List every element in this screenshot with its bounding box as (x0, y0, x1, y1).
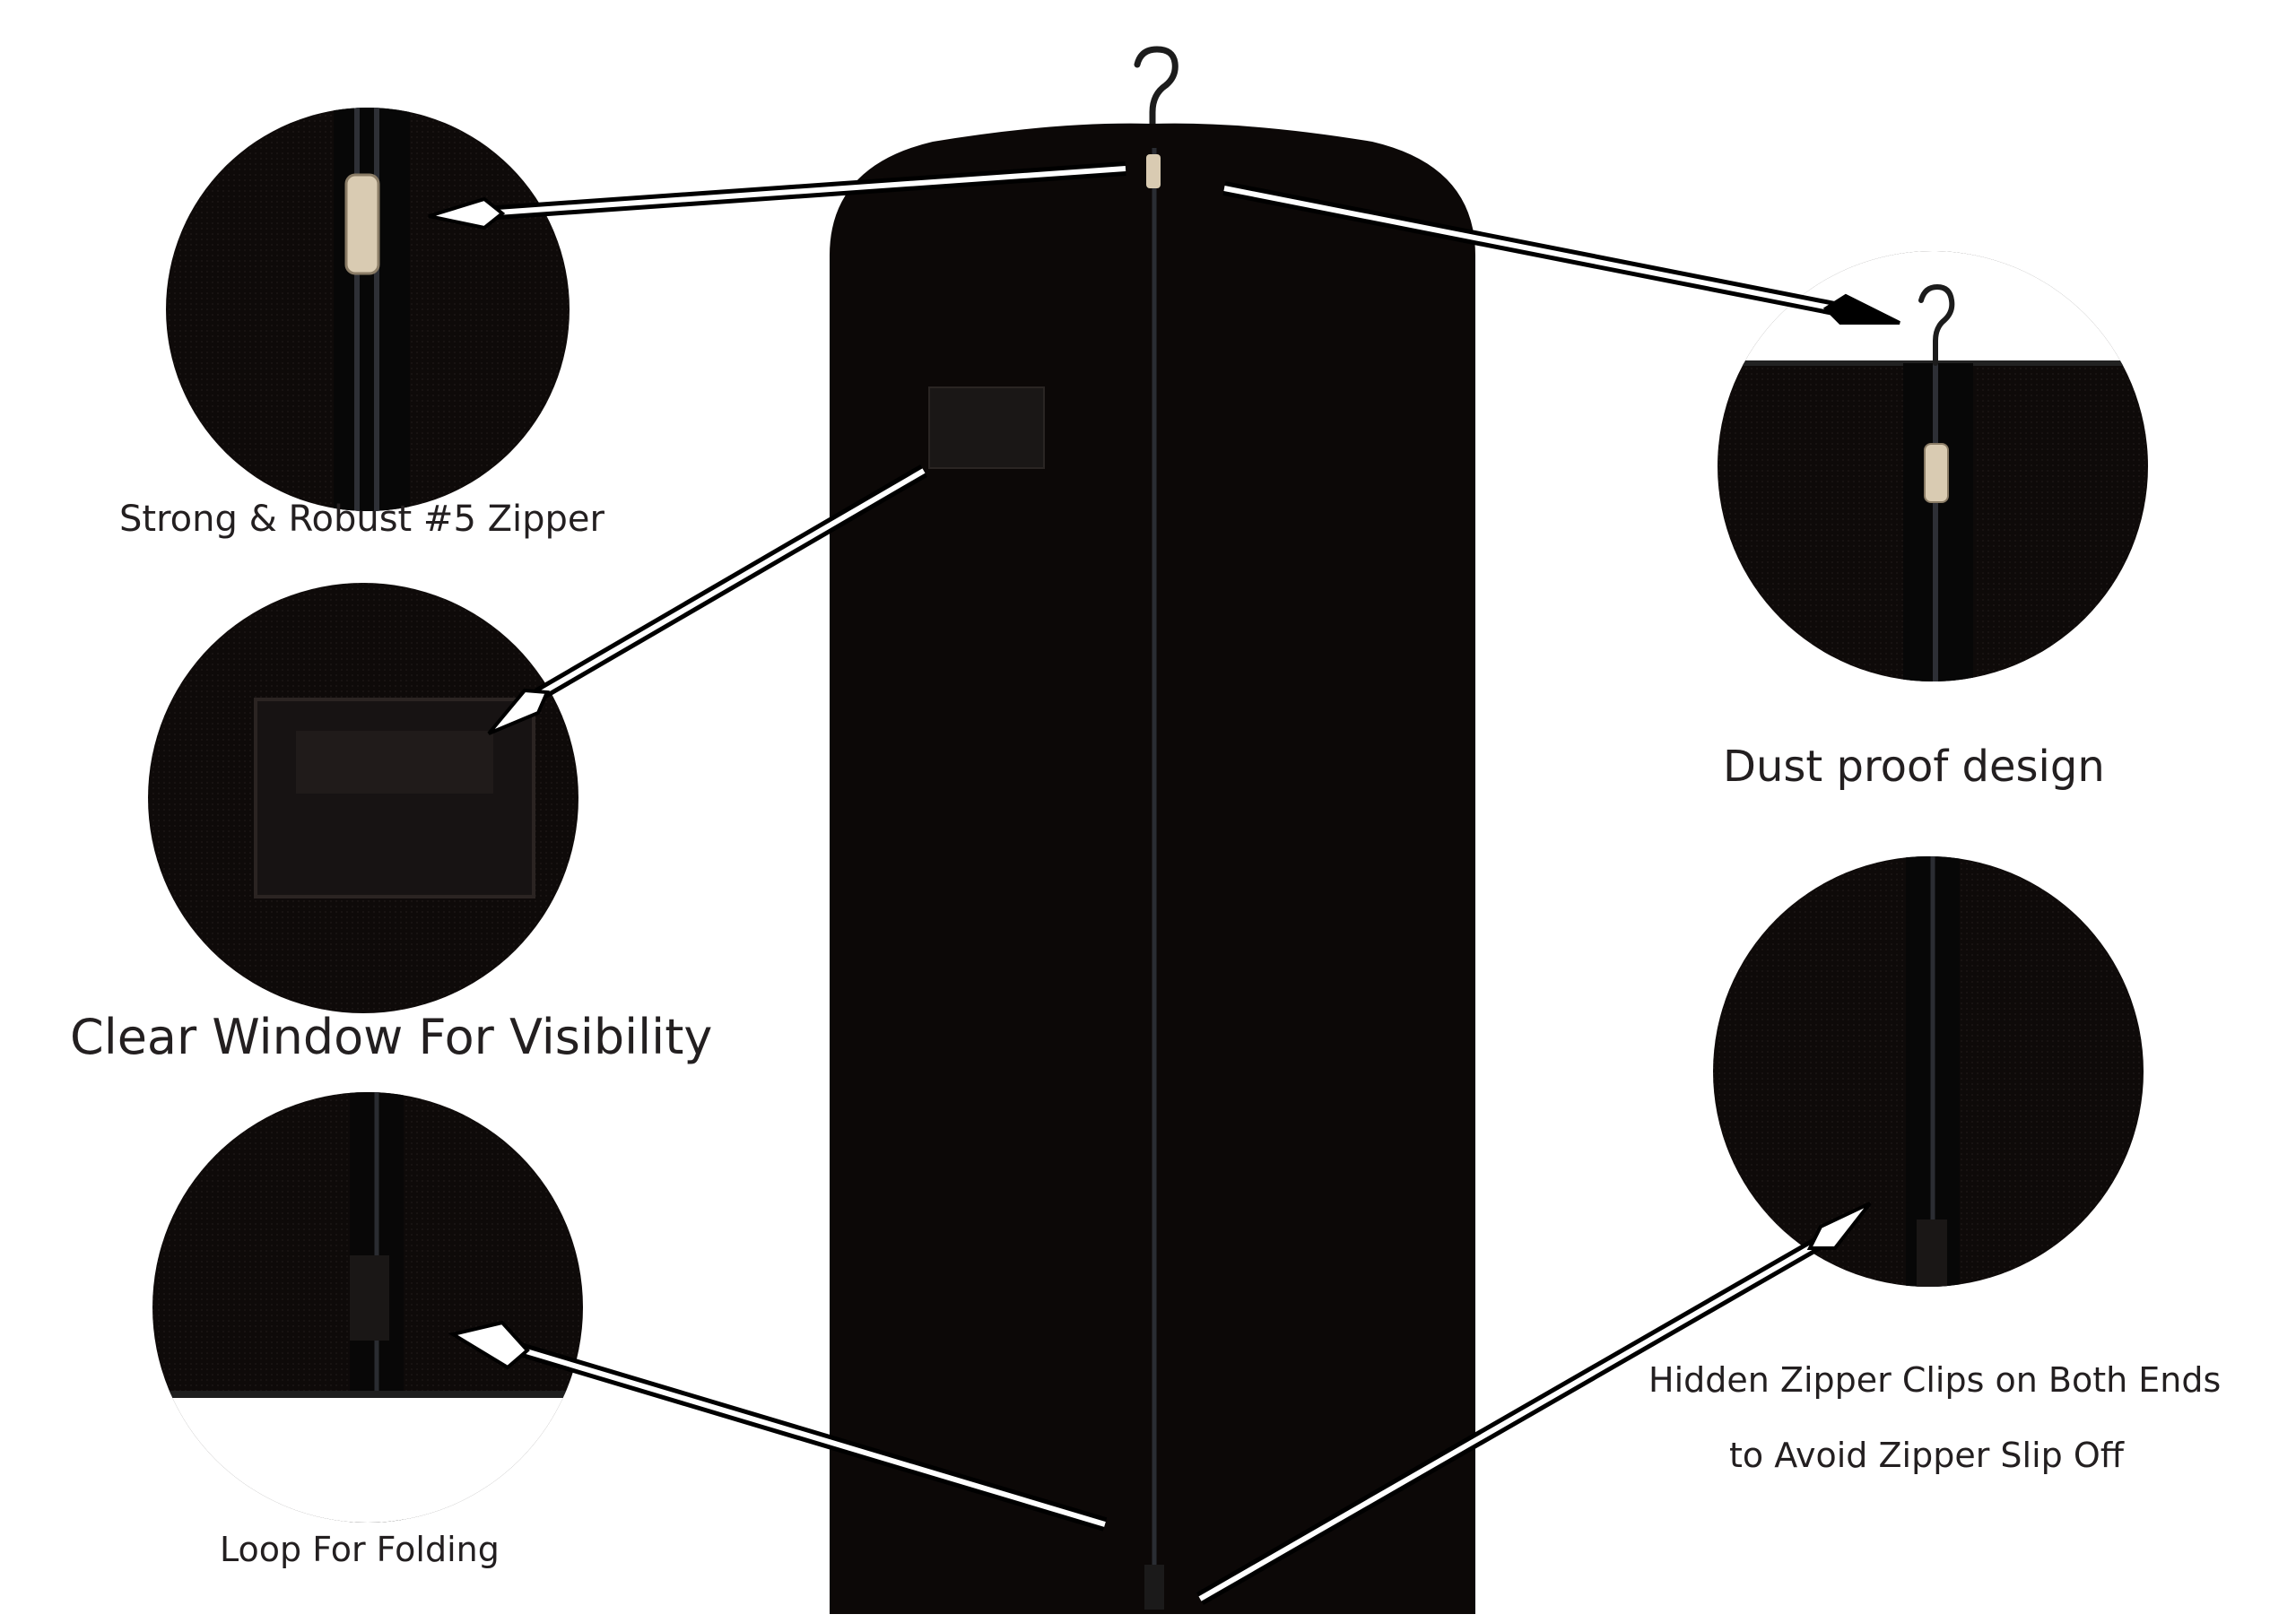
zipper-pull-icon (344, 173, 380, 275)
label-window: Clear Window For Visibility (70, 1009, 713, 1065)
loop-tab (350, 1255, 389, 1341)
detail-circle-zipper (166, 108, 570, 511)
pointer-lines (428, 161, 1900, 1605)
clip-tab (1917, 1219, 1947, 1287)
hanger-icon (1918, 283, 1955, 366)
detail-circle-window (148, 583, 578, 1013)
arrow-pointer (487, 464, 928, 735)
arrow-pointer (1222, 181, 1900, 325)
detail-circle-loop (152, 1092, 583, 1523)
label-loop: Loop For Folding (220, 1530, 500, 1569)
label-zipper: Strong & Robust #5 Zipper (119, 499, 604, 540)
zipper-pull-icon (1146, 154, 1161, 188)
garment-bag (830, 46, 1475, 1615)
hanger-icon (1134, 46, 1178, 165)
label-dust: Dust proof design (1723, 742, 2105, 792)
label-clips-line1: Hidden Zipper Clips on Both Ends (1648, 1360, 2222, 1400)
zipper-pull-icon (1924, 443, 1949, 503)
arrow-pointer (428, 161, 1126, 230)
detail-circle-clips (1713, 856, 2144, 1287)
detail-circle-dust (1718, 251, 2148, 681)
label-clips-line2: to Avoid Zipper Slip Off (1729, 1436, 2124, 1475)
bag-bottom-tab (1144, 1565, 1164, 1610)
arrow-pointer (448, 1320, 1108, 1532)
bag-window (928, 386, 1045, 469)
arrow-pointer (1196, 1202, 1872, 1605)
